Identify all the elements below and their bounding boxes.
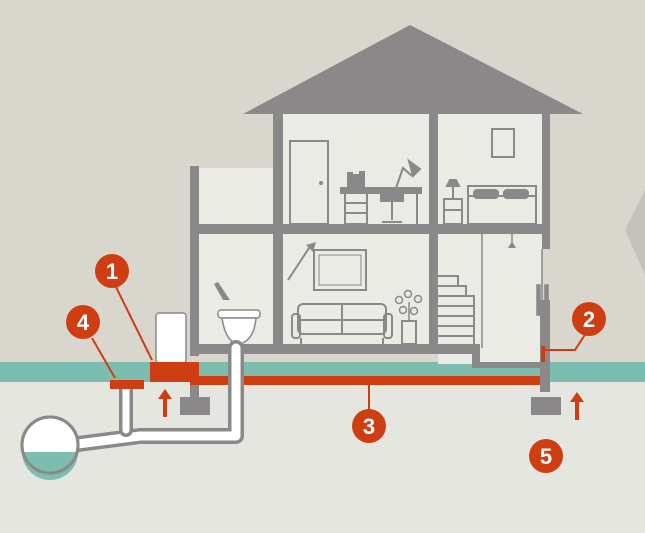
stairs-icon [438,275,475,344]
svg-text:5: 5 [540,444,552,469]
footing-left-stem [190,385,199,399]
desk-icon [340,158,422,225]
living-room-painting-icon [313,249,367,291]
roof [243,25,583,114]
cleanout-cap [110,380,144,389]
sub-slab-left-return [190,362,199,385]
svg-text:3: 3 [363,414,375,439]
up-arrow-icon [570,392,584,420]
callout-2: 2 [572,302,606,336]
basement-vent-marker [541,346,545,362]
svg-text:1: 1 [106,259,118,284]
bed-icon [467,185,537,225]
water-heater-icon [155,312,187,364]
wall-picture-icon [491,128,515,158]
svg-text:2: 2 [583,307,595,332]
footing-left [180,397,210,415]
sump-box [150,362,190,382]
svg-text:4: 4 [77,310,90,335]
callout-4: 4 [66,305,100,339]
distant-hill [625,190,645,275]
callout-5: 5 [529,439,563,473]
sofa-icon [291,303,393,344]
callout-1: 1 [95,254,129,288]
up-arrow-icon [158,389,172,417]
callout-leaders [91,286,589,410]
chair-icon [380,194,404,223]
door-icon [289,140,329,225]
sliding-door-icon [481,234,549,348]
plant-icon [394,289,423,345]
callout-3: 3 [352,409,386,443]
ceiling-light-icon [508,234,516,248]
nightstand-icon [443,179,463,225]
footing-right [531,397,561,415]
sewer-pipes [62,340,244,453]
sewer-tank-icon [20,415,80,480]
sub-slab-membrane [199,376,540,385]
